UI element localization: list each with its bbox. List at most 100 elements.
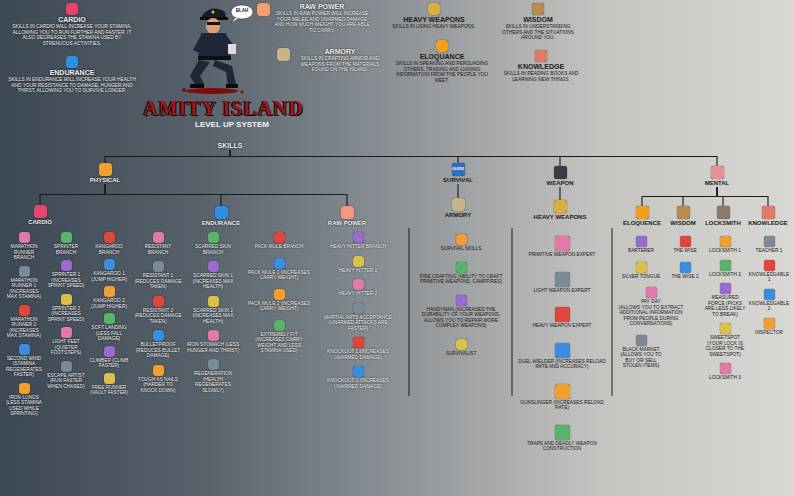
skill-name: SPRINTER 1 (INCREASES SPRINT SPEED) [46, 272, 86, 289]
tree-node: WISDOM [664, 206, 702, 227]
skill-name: SILVER TONGUE [616, 274, 666, 280]
skill-icon [19, 383, 30, 394]
skill-icon [353, 337, 364, 348]
skill-name: FIRE CRAFTING (ABILITY TO CRAFT PRIMITIV… [414, 274, 508, 285]
skill-icon [555, 425, 570, 440]
skill-name: THE WISE 2 [668, 274, 702, 280]
skill-item: PACK MULE 1 (INCREASES CARRY WEIGHT) [246, 258, 312, 281]
skill-name: ELOQUENCE [620, 220, 664, 227]
skill-item: SPRINTER 1 (INCREASES SPRINT SPEED) [46, 260, 86, 289]
skill-icon [153, 296, 164, 307]
skill-icon [555, 272, 570, 287]
skill-name: IRON LUNGS (LESS STAMINA USED WHILE SPRI… [4, 395, 44, 417]
skill-item: KANGAROO 2 (JUMP HIGHER) [88, 286, 130, 309]
skill-name: SCARRED SKIN 1 (INCREASES MAX HEALTH) [186, 273, 240, 290]
skill-name: HEAVY HITTER BRANCH [318, 244, 398, 250]
skill-item: BARTERER [616, 236, 666, 254]
skill-icon [452, 198, 465, 211]
skill-icon [680, 236, 691, 247]
tree-root: SKILLS [205, 142, 255, 150]
tree-node: CARDIO [18, 205, 62, 226]
skill-name: ENDURANCE [8, 69, 136, 77]
skill-icon [720, 260, 731, 271]
skill-icon [720, 236, 731, 247]
skill-icon [274, 320, 285, 331]
skill-name: HANDYMAN (INCREASES THE DURABILITY OF YO… [414, 307, 508, 329]
skill-icon [208, 359, 219, 370]
skill-item: MEASURED FORCE (PICKS ARE LESS LIKELY TO… [704, 283, 746, 317]
tree-node: RAW POWER [322, 206, 372, 227]
skill-name: BLACK MARKET (ALLOWS YOU TO BUY OR SELL … [616, 347, 666, 369]
category-card: ENDURANCESKILLS IN ENDURANCE WILL INCREA… [8, 56, 136, 94]
skill-icon [636, 262, 647, 273]
skill-item: LOCKSMITH 3 [704, 363, 746, 381]
skill-description: SKILLS IN USING HEAVY WEAPONS. [388, 24, 480, 30]
skill-icon [104, 259, 115, 270]
tree-connector [642, 187, 717, 206]
skill-name: HEAVY HITTER 2 [318, 291, 398, 297]
skill-item: FREE RUNNER (VAULT FASTER) [88, 373, 130, 396]
skill-icon [215, 206, 228, 219]
skill-name: PACK MULE 1 (INCREASES CARRY WEIGHT) [246, 270, 312, 281]
speech-bubble [231, 5, 253, 23]
skill-item: PACK MULE 2 (INCREASES CARRY WEIGHT) [246, 289, 312, 312]
skill-name: CARDIO [18, 219, 62, 226]
skill-icon [677, 206, 690, 219]
skill-icon [104, 313, 115, 324]
skill-name: KNOCKOUT 2 (INCREASES UNARMED DAMAGE) [318, 378, 398, 389]
skill-item: MARATHON RUNNER 2 (INCREASES MAX STAMINA… [4, 305, 44, 339]
skill-name: EXTREMELY FIT (INCREASES CARRY WEIGHT AN… [246, 332, 312, 354]
skill-name: HEAVY WEAPON EXPERT [516, 323, 608, 329]
skill-name: MARATHON RUNNER BRANCH [4, 244, 44, 261]
skill-name: LOCKSMITH 1 [704, 248, 746, 254]
skill-name: HEAVY WEAPONS [388, 16, 480, 24]
skill-icon [257, 3, 270, 16]
skill-name: SCARRED SKIN 2 (INCREASES MAX HEALTH) [186, 308, 240, 325]
skill-item: HANDYMAN (INCREASES THE DURABILITY OF YO… [414, 295, 508, 329]
skill-icon [19, 305, 30, 316]
tree-connector [683, 187, 717, 206]
skill-icon [208, 232, 219, 243]
skill-icon [274, 258, 285, 269]
skill-name: PRIMITIVE WEAPON EXPERT [516, 252, 608, 258]
skill-name: KANGAROO BRANCH [88, 244, 130, 255]
skill-name: WISDOM [496, 16, 580, 24]
skill-item: RESISTANT 1 (REDUCES DAMAGE TAKEN) [134, 261, 182, 290]
skill-name: REGENERATION (HEALTH REGENERATES SLOWLY) [186, 371, 240, 393]
skill-item: LOCKSMITH 2 [704, 260, 746, 278]
skill-name: PHYSICAL [80, 177, 130, 184]
skill-name: RESISTANT 1 (REDUCES DAMAGE TAKEN) [134, 273, 182, 290]
skill-icon [711, 166, 724, 179]
skill-name: SCARRED SKIN BRANCH [186, 244, 240, 255]
category-card: RAW POWERSKILLS IN RAW POWER WILL INCREA… [272, 3, 372, 33]
skill-icon [104, 346, 115, 357]
skill-icon [153, 365, 164, 376]
skill-icon [153, 261, 164, 272]
skill-name: RAW POWER [272, 3, 372, 11]
skill-name: RAW POWER [322, 220, 372, 227]
skill-name: SURVIVAL [433, 177, 483, 184]
skill-icon [61, 361, 72, 372]
skill-name: SPRINTER BRANCH [46, 244, 86, 255]
tree-connector [105, 150, 230, 163]
skill-name: BARTERER [616, 248, 666, 254]
skill-icon [353, 366, 364, 377]
skill-name: ELOQUANCE [392, 53, 492, 61]
skill-name: CLIMBER (CLIMB FASTER) [88, 358, 130, 369]
tree-connector [230, 150, 717, 166]
skill-name: SOFT LANDING (LESS FALL DAMAGE) [88, 325, 130, 342]
skill-name: MARTIAL ARTS ACCEPTANCE (UNARMED ATTACKS… [318, 315, 398, 332]
skill-description: (ALLOWS YOU TO EXTRACT ADDITIONAL INFORM… [616, 305, 686, 327]
skill-item: PACK MULE BRANCH [246, 232, 312, 250]
skill-icon [456, 339, 467, 350]
tree-node: ELOQUENCE [620, 206, 664, 227]
tree-connector [105, 184, 347, 206]
icon-text: GUIDE [449, 167, 467, 171]
skill-name: LOCKSMITH [702, 220, 744, 227]
skill-item: REGENERATION (HEALTH REGENERATES SLOWLY) [186, 359, 240, 393]
skill-description: SKILLS IN SPEAKING AND PERSUADING OTHERS… [392, 61, 492, 83]
skill-icon [208, 261, 219, 272]
skill-icon [762, 206, 775, 219]
skill-name: MENTAL [692, 180, 742, 187]
skill-item: EXTREMELY FIT (INCREASES CARRY WEIGHT AN… [246, 320, 312, 354]
